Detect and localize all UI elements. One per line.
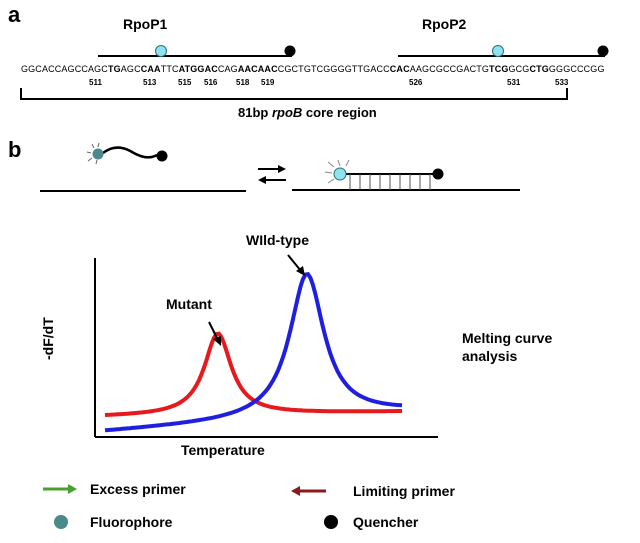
codon-531: 531 [507,78,521,87]
x-axis-label: Temperature [181,442,265,458]
codon-bases: AAC [237,64,258,74]
wildtype-pointer-icon [287,254,305,276]
excess-primer-arrow-icon [43,484,77,494]
codon-533: 533 [555,78,569,87]
legend-limiting-primer: Limiting primer [353,483,455,499]
limiting-primer-arrow-icon [291,486,326,496]
sequence-bases: GGCACCAGCCAGC [21,64,108,74]
emission-rays [324,159,350,184]
codon-516: 516 [204,78,218,87]
codon-bases: CAA [140,64,161,74]
equilibrium-arrows-icon [258,165,286,184]
codon-519: 519 [261,78,275,87]
wildtype-curve [104,272,403,433]
caption-line-2: analysis [462,348,518,364]
probe2-label: RpoP2 [422,16,467,32]
caption-line-1: Melting curve [462,330,553,346]
core-region-bracket [20,88,568,100]
codon-bases: TG [107,64,121,74]
probe2-quencher-icon [597,45,609,57]
codon-bases: ATG [178,64,198,74]
lit-fluorophore-icon [333,167,347,181]
legend-fluorophore-icon [54,515,68,529]
melting-curve-caption: Melting curve analysis [462,329,552,365]
hybridized-probe [292,159,520,191]
sequence-bases: CAG [217,64,238,74]
mutant-pointer-icon [208,321,221,346]
codon-bases: AAC [257,64,278,74]
sequence-bases: CGCTGTCGGGGTTGACC [277,64,390,74]
probe2-fluorophore-icon [492,45,504,57]
codon-bases: CTG [529,64,549,74]
free-probe [86,142,168,165]
panel-a-letter: a [8,2,21,27]
quencher-icon [156,150,168,162]
codon-bases: TCG [489,64,509,74]
codon-526: 526 [409,78,423,87]
legend-quencher-icon [324,515,338,529]
codon-511: 511 [89,78,102,87]
codon-bases: GAC [197,64,218,74]
panel-b-letter: b [8,137,22,162]
codon-bases: CAC [389,64,410,74]
fluorophore-icon [92,148,104,160]
codon-515: 515 [178,78,192,87]
probe1-label: RpoP1 [123,16,168,32]
probe1-fluorophore-icon [155,45,167,57]
codon-518: 518 [236,78,250,87]
sequence-bases: TTC [160,64,179,74]
legend-quencher: Quencher [353,514,419,530]
dna-sequence: GGCACCAGCCAGCTGAGCCAATTCATGGACCAGAACAACC… [21,64,605,74]
sequence-bases: GCG [508,64,530,74]
codon-513: 513 [143,78,157,87]
sequence-bases: AAGCGCCGACTG [409,64,490,74]
probe-strand [102,146,158,159]
bound-quencher-icon [432,168,444,180]
base-pairs [349,174,431,190]
core-region-label: 81bp rpoB core region [238,105,377,120]
wildtype-annotation: WIld-type [246,232,309,248]
sequence-bases: AGC [120,64,141,74]
legend-fluorophore: Fluorophore [90,514,173,530]
probe1-quencher-icon [284,45,296,57]
mutant-annotation: Mutant [166,296,212,312]
sequence-bases: GGGCCCGG [548,64,605,74]
legend-excess-primer: Excess primer [90,481,186,497]
